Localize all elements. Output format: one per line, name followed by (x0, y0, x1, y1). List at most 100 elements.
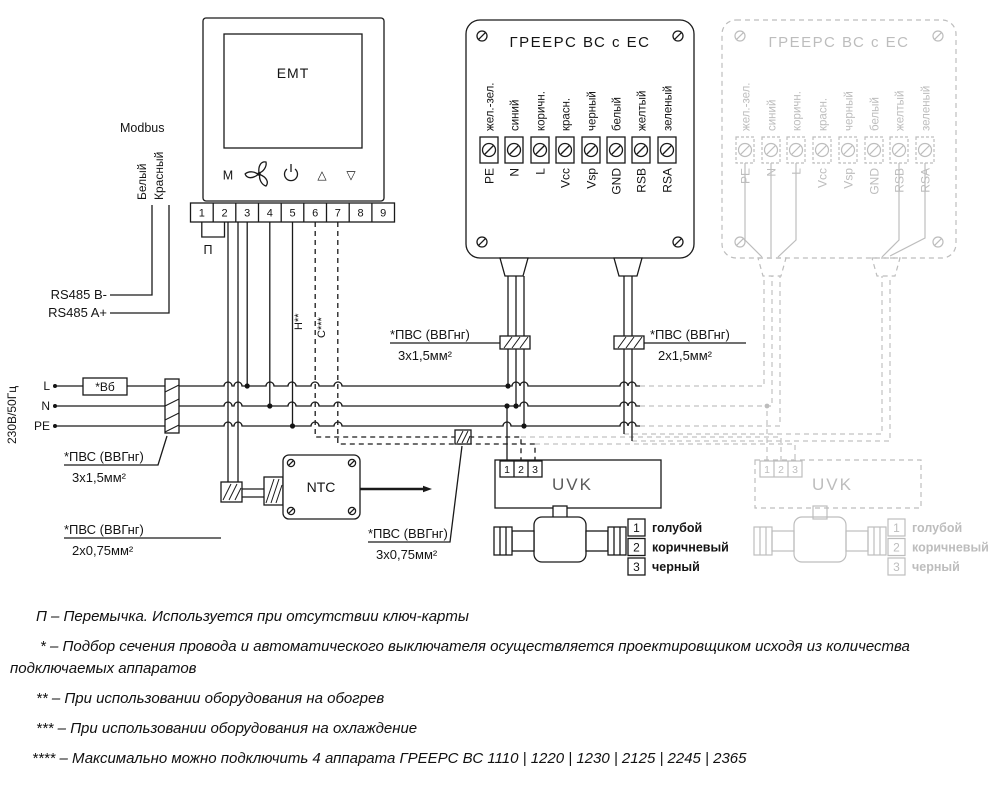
svg-text:3: 3 (633, 560, 640, 574)
svg-text:коричн.: коричн. (536, 91, 548, 131)
svg-text:6: 6 (312, 208, 318, 220)
clamp-icon (499, 335, 531, 350)
svg-text:5: 5 (289, 208, 295, 220)
svg-text:1: 1 (633, 521, 640, 535)
ntc-probe-icon (360, 485, 432, 493)
ntc-sensor: NTC (263, 454, 432, 520)
cable-label-power: *ПВС (ВВГнг) 3х1,5мм² (64, 435, 168, 485)
svg-text:3х1,5мм²: 3х1,5мм² (72, 470, 127, 485)
svg-text:1: 1 (893, 521, 900, 535)
svg-text:RSA: RSA (661, 168, 675, 193)
greers-unit-1: ГРЕЕРС ВС с ЕС жел.-зел. PE синий N кори… (465, 19, 695, 277)
valve-drawing-ghost (753, 505, 887, 563)
rs485-b-label: RS485 B- (51, 287, 107, 302)
ghost-terminal-RSA: зеленый RSA (915, 86, 935, 193)
notes-section: П – Перемычка. Используется при отсутств… (10, 606, 986, 779)
svg-text:1: 1 (504, 464, 510, 476)
svg-text:зеленый: зеленый (921, 86, 933, 131)
cable-label-unit: *ПВС (ВВГнг) 3х1,5мм² (390, 327, 500, 363)
cool-wire (337, 222, 536, 461)
modbus-label: Modbus (120, 121, 164, 135)
svg-text:Vcc: Vcc (816, 168, 830, 188)
terminal-Vcc: красн. Vcc (555, 98, 575, 188)
svg-text:3: 3 (244, 208, 250, 220)
svg-text:голубой: голубой (912, 521, 962, 535)
svg-text:7: 7 (335, 208, 341, 220)
cable-gland-icon (757, 257, 787, 277)
clamp-icon (164, 378, 180, 434)
clamp-icon (613, 335, 645, 350)
svg-text:GND: GND (868, 168, 882, 195)
ntc-title: NTC (307, 479, 336, 495)
corner-screw-icon (734, 30, 944, 248)
line-pe-label: PE (34, 419, 50, 433)
wire-L (55, 381, 640, 387)
svg-text:8: 8 (357, 208, 363, 220)
emt-thermostat: EMT М △ ▽ 1 2 3 4 5 6 7 8 9 (189, 17, 396, 257)
svg-text:3х1,5мм²: 3х1,5мм² (398, 348, 453, 363)
greers-unit-2-ghost: ГРЕЕРС ВС с ЕС жел.-зел. PE синий N кори… (721, 19, 957, 277)
unit1-title: ГРЕЕРС ВС с ЕС (510, 34, 651, 51)
ntc-cable (227, 222, 264, 490)
svg-text:3: 3 (893, 560, 900, 574)
terminal-N: синий N (504, 100, 524, 177)
cable-gland-icon (613, 257, 643, 277)
uvk2-title: UVK (812, 475, 853, 494)
svg-text:3х0,75мм²: 3х0,75мм² (376, 547, 438, 562)
cable-label-valve: *ПВС (ВВГнг) 3х0,75мм² (368, 445, 463, 562)
svg-text:Vsp: Vsp (585, 168, 599, 189)
svg-text:PE: PE (483, 168, 497, 184)
jumper-label: П (204, 243, 213, 257)
heat-wire (314, 222, 522, 461)
svg-text:голубой: голубой (652, 521, 702, 535)
triangle-up-icon: △ (317, 168, 327, 182)
svg-text:Vcc: Vcc (559, 168, 573, 188)
svg-text:синий: синий (510, 100, 522, 131)
svg-text:2х1,5мм²: 2х1,5мм² (658, 348, 713, 363)
cable-gland-icon (499, 257, 529, 277)
svg-text:коричневый: коричневый (912, 541, 989, 555)
svg-text:GND: GND (610, 168, 624, 195)
svg-text:9: 9 (380, 208, 386, 220)
wire-N (55, 401, 640, 407)
modbus-labels: Modbus Белый Красный RS485 B- RS485 A+ (48, 121, 166, 320)
svg-text:4: 4 (267, 208, 273, 220)
svg-text:коричневый: коричневый (652, 541, 729, 555)
ghost-terminal-Vcc: красн. Vcc (812, 98, 832, 188)
uvk2-legend: 1 голубой 2 коричневый 3 черный (887, 518, 989, 576)
cable-label-ntc: *ПВС (ВВГнг) 2х0,75мм² (64, 522, 221, 558)
svg-text:красн.: красн. (818, 98, 830, 131)
junction-dots (244, 383, 527, 429)
circuit-breaker: *Вб (82, 377, 128, 396)
svg-text:белый: белый (870, 97, 882, 131)
rs485-a-label: RS485 A+ (48, 305, 107, 320)
note-cooling: *** – При использовании оборудования на … (36, 720, 418, 738)
ghost-terminal-L: коричн. L (786, 91, 806, 175)
svg-text:N: N (508, 168, 522, 177)
wiring-diagram: ГРЕЕРС ВС с ЕС жел.-зел. PE синий N кори… (5, 17, 989, 576)
svg-text:*ПВС (ВВГнг): *ПВС (ВВГнг) (650, 327, 730, 342)
terminal-L: коричн. L (530, 91, 550, 175)
wire-white-label: Белый (135, 164, 149, 200)
svg-text:2х0,75мм²: 2х0,75мм² (72, 543, 134, 558)
clamp-icon (454, 429, 472, 445)
cable-clamps (164, 335, 645, 503)
line-n-label: N (41, 399, 50, 413)
breaker-label: *Вб (95, 380, 115, 394)
fan-icon (244, 161, 268, 187)
clamp-icon (220, 481, 243, 503)
svg-text:2: 2 (518, 464, 524, 476)
svg-text:3: 3 (792, 464, 798, 476)
svg-text:черный: черный (844, 91, 856, 131)
triangle-down-icon: ▽ (346, 168, 356, 182)
ghost-terminal-Vsp: черный Vsp (838, 91, 858, 189)
note-max-units: **** – Максимально можно подключить 4 ап… (32, 750, 747, 768)
menu-button: М (223, 169, 233, 183)
svg-text:синий: синий (767, 100, 779, 131)
modbus-wires (110, 205, 170, 314)
svg-text:жел.-зел.: жел.-зел. (485, 82, 497, 131)
svg-text:2: 2 (893, 541, 900, 555)
svg-text:желтый: желтый (895, 91, 907, 131)
emt-title: EMT (277, 65, 310, 81)
